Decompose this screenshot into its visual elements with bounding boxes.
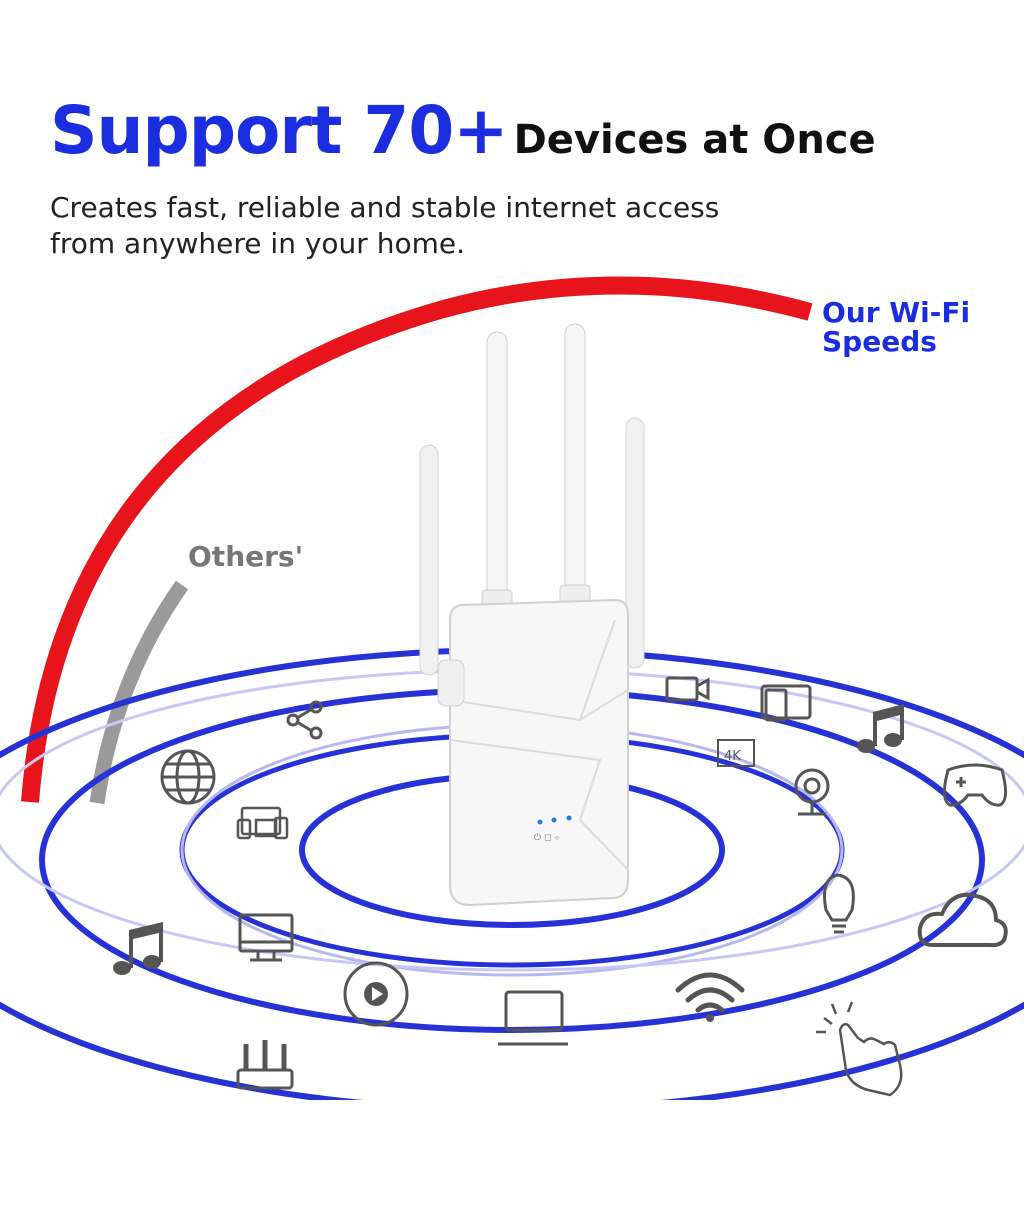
video-camera-icon xyxy=(665,676,710,702)
tablet-icon xyxy=(760,684,812,722)
others-label: Others' xyxy=(188,540,304,573)
headline-rest: Devices at Once xyxy=(513,117,876,163)
music-note-icon xyxy=(113,922,163,975)
globe-icon xyxy=(160,749,216,805)
lightbulb-icon xyxy=(823,873,855,934)
devices-icon xyxy=(236,806,289,840)
touch-hand-icon xyxy=(816,1001,903,1097)
subtitle: Creates fast, reliable and stable intern… xyxy=(50,190,810,262)
cloud-icon xyxy=(917,892,1008,948)
music-note-right-icon xyxy=(857,704,904,753)
play-icon xyxy=(343,961,409,1027)
subtitle-line-2: from anywhere in your home. xyxy=(50,227,465,260)
svg-text:⏻ ◻ ⌔: ⏻ ◻ ⌔ xyxy=(534,832,560,843)
monitor-icon xyxy=(238,913,294,962)
our-wifi-line-2: Speeds xyxy=(822,325,937,358)
share-icon xyxy=(286,700,323,740)
subtitle-line-1: Creates fast, reliable and stable intern… xyxy=(50,191,720,224)
our-wifi-line-1: Our Wi-Fi xyxy=(822,296,971,329)
our-wifi-speeds-label: Our Wi-Fi Speeds xyxy=(822,298,970,356)
gamepad-icon xyxy=(943,763,1007,807)
router-icon xyxy=(236,1040,294,1090)
webcam-icon xyxy=(794,768,830,816)
headline: Support 70+Devices at Once xyxy=(50,92,876,169)
headline-main: Support 70+ xyxy=(50,92,509,169)
our-speed-arc xyxy=(21,276,813,803)
laptop-icon xyxy=(498,990,568,1046)
badge-4k-label: 4K xyxy=(724,749,741,764)
4k-tv-icon: 4K xyxy=(717,739,755,767)
wifi-extender: ⏻ ◻ ⌔ xyxy=(419,323,645,907)
wifi-icon xyxy=(675,972,745,1022)
others-speed-arc xyxy=(89,580,189,805)
